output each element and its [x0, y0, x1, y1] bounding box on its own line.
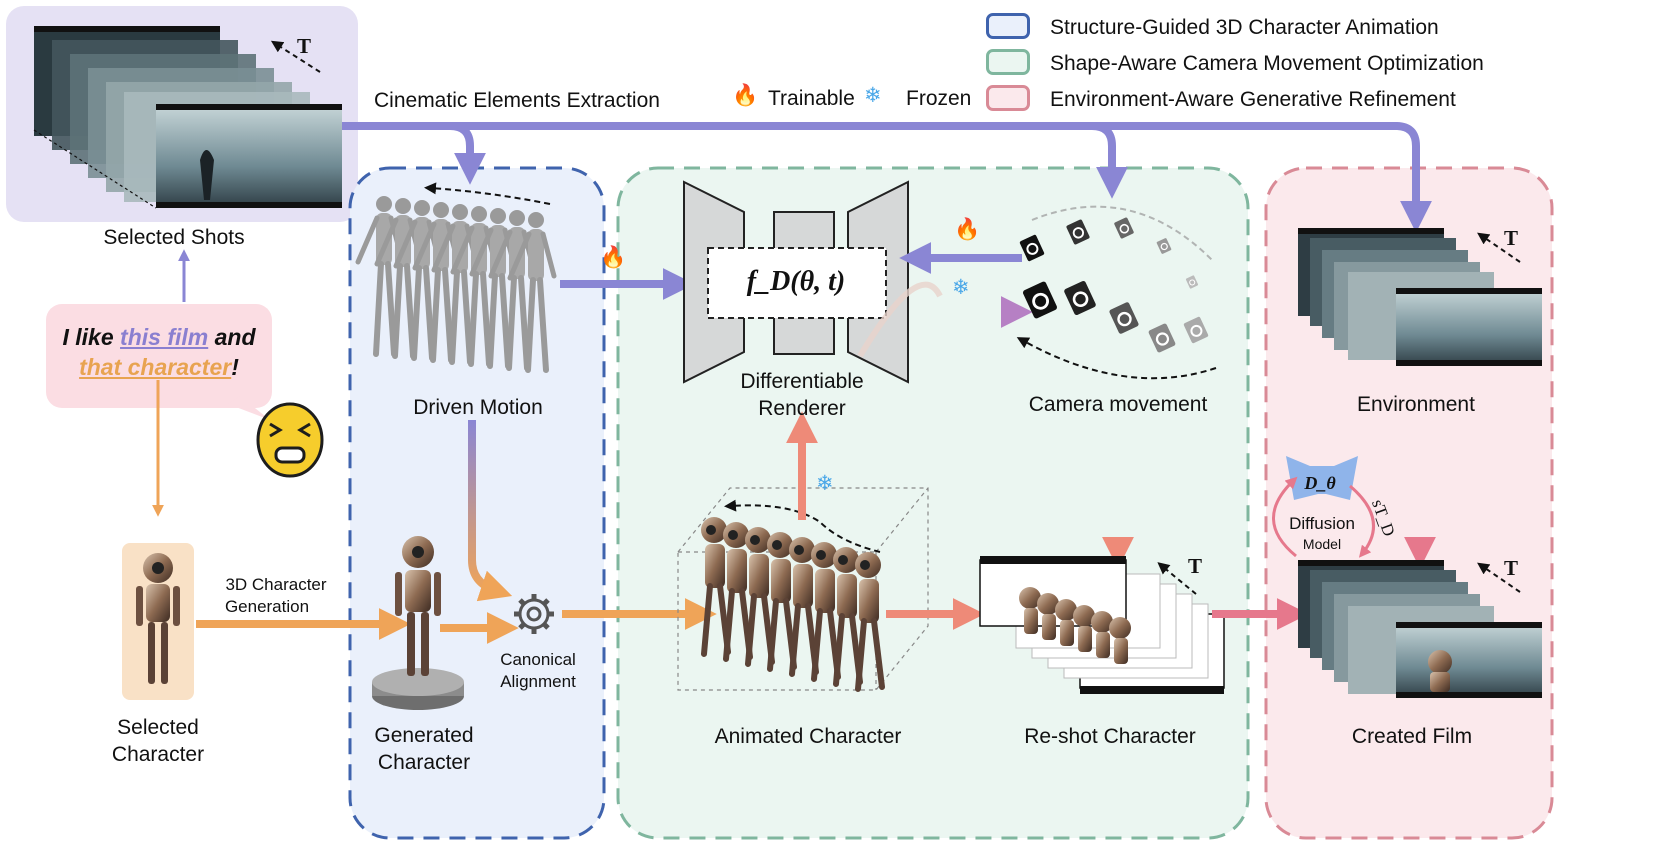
environment-label: Environment	[1357, 393, 1475, 416]
reshot-time-label: T	[1188, 554, 1203, 578]
selected-character-label-1: Selected	[117, 716, 199, 739]
motion-to-alignment-arrow	[468, 420, 513, 602]
robot-figure	[701, 517, 731, 657]
speech-bubble	[46, 304, 272, 420]
camera-movement-label: Camera movement	[1028, 393, 1208, 416]
driven-motion-label: Driven Motion	[413, 396, 543, 419]
cringe-emoji-icon	[256, 402, 324, 478]
diffusion-model	[1272, 456, 1376, 558]
speech-text: I like this film and that character!	[54, 322, 264, 382]
speech-part3: !	[231, 354, 239, 380]
reshot-robot-figure	[1037, 593, 1059, 640]
motion-fire-icon: 🔥	[600, 246, 627, 269]
legend-label-structure: Structure-Guided 3D Character Animation	[1050, 16, 1439, 39]
selected-shots-filmstack	[33, 26, 342, 209]
extraction-arrows	[342, 122, 1432, 233]
legend-swatch-structure	[986, 13, 1030, 39]
that-character-link[interactable]: that character	[79, 354, 232, 380]
fire-icon: 🔥	[732, 84, 759, 107]
robot-figure	[811, 542, 841, 682]
camera-icon	[1064, 280, 1096, 316]
animated-character-figures	[701, 517, 885, 692]
selected-character-label-2: Character	[111, 743, 205, 766]
reshot-robot-figure	[1109, 617, 1131, 664]
camera-icon	[1148, 323, 1176, 353]
camera-movement-trajectory	[1019, 217, 1209, 353]
mannequin-figure	[507, 212, 557, 373]
diffusion-label-2: Model	[1302, 536, 1342, 552]
robot-figure	[723, 522, 753, 662]
driven-motion-figures	[355, 196, 557, 373]
renderer-label-1: Differentiable	[740, 370, 864, 393]
diffusion-label-1: Diffusion	[1289, 514, 1355, 533]
camera-icon	[1066, 219, 1090, 245]
generation-label-1: 3D Character	[225, 575, 327, 594]
robot-figure	[855, 552, 885, 692]
camera-icon	[1022, 281, 1058, 319]
camera-snowflake-icon: ❄	[952, 276, 970, 299]
robot-figure	[833, 547, 863, 687]
created-film-filmstack	[1298, 560, 1542, 698]
selected-shots-label: Selected Shots	[103, 226, 245, 249]
canonical-alignment-label-1: Canonical	[500, 650, 576, 669]
created-film-label: Created Film	[1351, 725, 1473, 748]
legend-swatch-generative	[986, 85, 1030, 111]
animated-snowflake-icon: ❄	[816, 472, 834, 495]
animated-trajectory	[724, 499, 881, 553]
canonical-alignment-label-2: Alignment	[500, 672, 576, 691]
camera-icon	[1109, 302, 1139, 334]
reshot-character-figures	[1019, 587, 1131, 664]
legend-label-camera: Shape-Aware Camera Movement Optimization	[1050, 52, 1484, 75]
generation-label-2: Generation	[224, 597, 310, 616]
driven-motion-trajectory	[424, 182, 551, 205]
selected-character-figure	[136, 553, 180, 684]
environment-filmstack	[1298, 228, 1542, 366]
gear-icon	[514, 594, 554, 634]
reshot-time-marker	[1157, 562, 1197, 595]
generated-character-label-1: Generated	[374, 724, 474, 747]
environment-time-marker	[1477, 232, 1521, 263]
renderer-formula: f_D(θ, t)	[746, 266, 846, 297]
snowflake-icon: ❄	[864, 84, 882, 107]
camera-icon	[1114, 217, 1134, 239]
robot-figure	[789, 537, 819, 677]
renderer-feedback-arc	[857, 281, 943, 358]
extraction-title: Cinematic Elements Extraction	[374, 89, 660, 112]
camera-fire-icon: 🔥	[954, 218, 981, 241]
speech-part1: I like	[62, 324, 121, 350]
diffusion-symbol: D_θ	[1304, 473, 1336, 493]
frozen-label: Frozen	[906, 87, 972, 110]
reshot-robot-figure	[1055, 599, 1077, 646]
animated-character-label: Animated Character	[714, 725, 902, 748]
reshot-robot-figure	[1019, 587, 1041, 634]
created-film-time-label: T	[1504, 556, 1519, 580]
generated-character-figure	[372, 536, 464, 710]
speech-part2: and	[208, 324, 256, 350]
camera-icon	[1185, 275, 1199, 289]
reshot-character-label: Re-shot Character	[1024, 725, 1196, 748]
camera-icon	[1156, 238, 1172, 254]
environment-time-label: T	[1504, 226, 1519, 250]
camera-icon	[1183, 316, 1209, 344]
renderer-label-2: Renderer	[758, 397, 846, 420]
created-film-time-marker	[1477, 562, 1521, 593]
legend-swatch-camera	[986, 49, 1030, 75]
differentiable-renderer	[683, 180, 909, 384]
reshot-robot-figure	[1073, 605, 1095, 652]
trainable-label: Trainable	[768, 87, 855, 110]
reshot-robot-figure	[1091, 611, 1113, 658]
legend-label-generative: Environment-Aware Generative Refinement	[1050, 88, 1456, 111]
selected-shots-time-label: T	[297, 34, 312, 58]
camera-icon	[1019, 234, 1045, 262]
this-film-link[interactable]: this film	[120, 324, 209, 350]
generated-character-label-2: Character	[377, 751, 471, 774]
